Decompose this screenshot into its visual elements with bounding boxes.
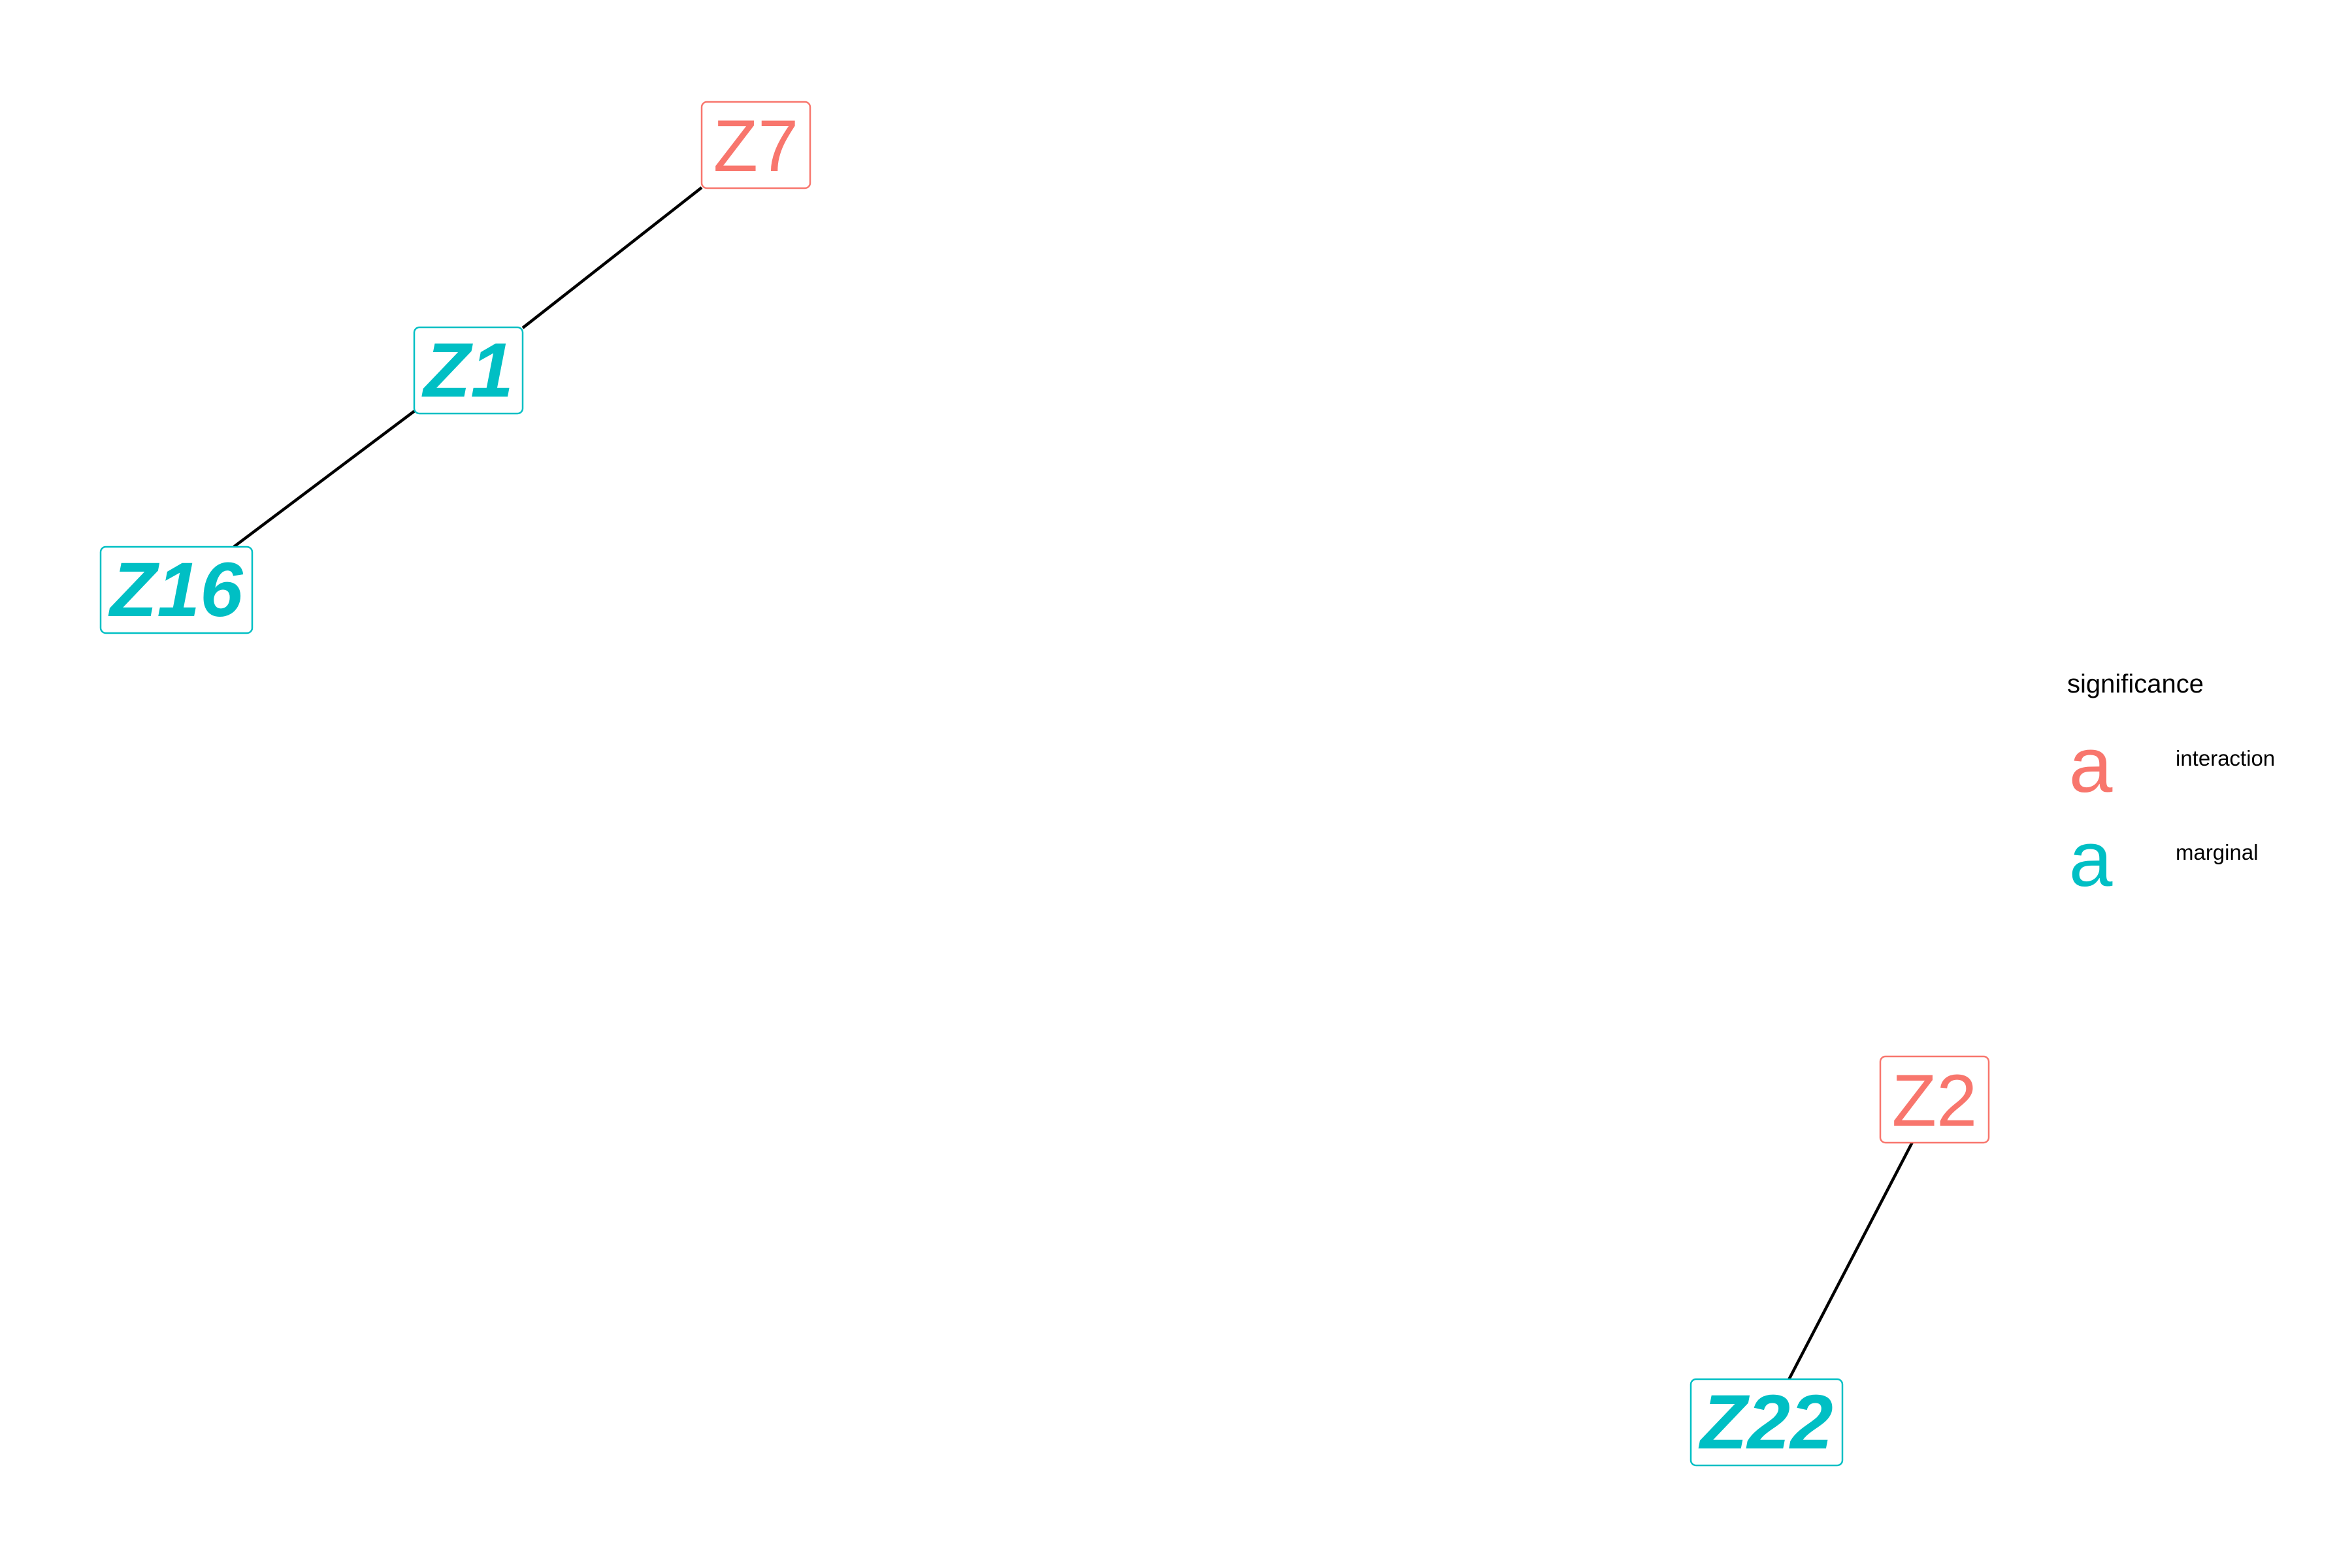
legend-key-interaction: a xyxy=(2069,721,2113,809)
node-box-z2 xyxy=(1879,1055,1990,1144)
legend-key-marginal: a xyxy=(2069,815,2113,903)
node-label-z1: Z1 xyxy=(421,327,514,414)
legend: significance a interaction a marginal xyxy=(2067,670,2275,903)
node-box-z22 xyxy=(1690,1378,1844,1467)
node-z22: Z22 xyxy=(1690,1378,1844,1467)
edge-z7-z1 xyxy=(521,186,703,329)
node-z2: Z2 xyxy=(1879,1055,1990,1144)
legend-label-interaction: interaction xyxy=(2176,746,2275,770)
legend-label-marginal: marginal xyxy=(2176,840,2259,864)
edge-z1-z16 xyxy=(233,410,416,548)
legend-title: significance xyxy=(2067,670,2204,698)
node-z7: Z7 xyxy=(700,101,811,189)
node-box-z7 xyxy=(700,101,811,189)
node-label-z16: Z16 xyxy=(108,547,244,633)
node-label-z22: Z22 xyxy=(1698,1379,1833,1465)
node-label-z2: Z2 xyxy=(1892,1060,1978,1141)
node-label-z7: Z7 xyxy=(713,105,799,187)
node-z16: Z16 xyxy=(99,546,253,634)
edge-z2-z22 xyxy=(1788,1141,1914,1380)
edges-layer xyxy=(233,186,1914,1380)
node-z1: Z1 xyxy=(413,326,524,415)
node-box-z16 xyxy=(99,546,253,634)
node-box-z1 xyxy=(413,326,524,415)
